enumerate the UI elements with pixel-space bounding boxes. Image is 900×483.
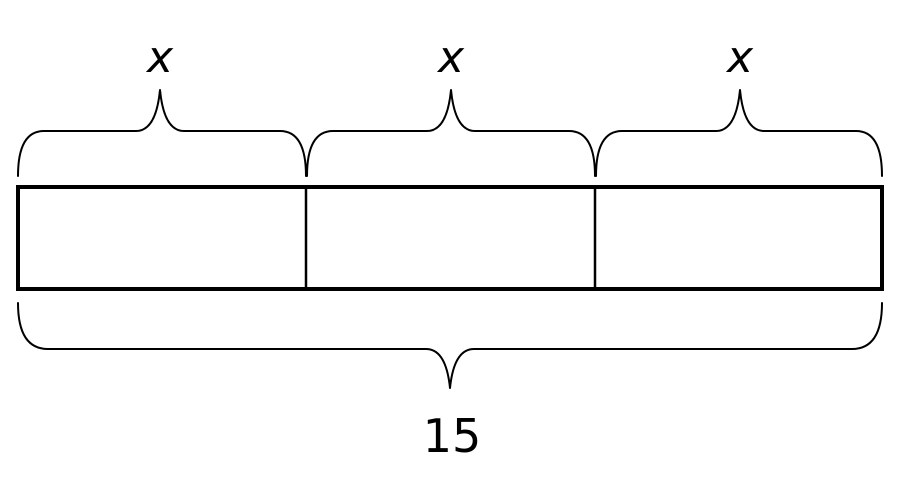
part-label-1: x: [145, 32, 174, 83]
tape-bar: [16, 185, 884, 291]
bottom-brace: [17, 302, 883, 389]
top-brace-3: [595, 89, 883, 177]
top-brace-1: [17, 89, 307, 177]
part-label-3: x: [725, 32, 754, 83]
total-label: 15: [423, 409, 482, 463]
top-brace-2: [306, 89, 596, 177]
part-label-2: x: [436, 32, 465, 83]
